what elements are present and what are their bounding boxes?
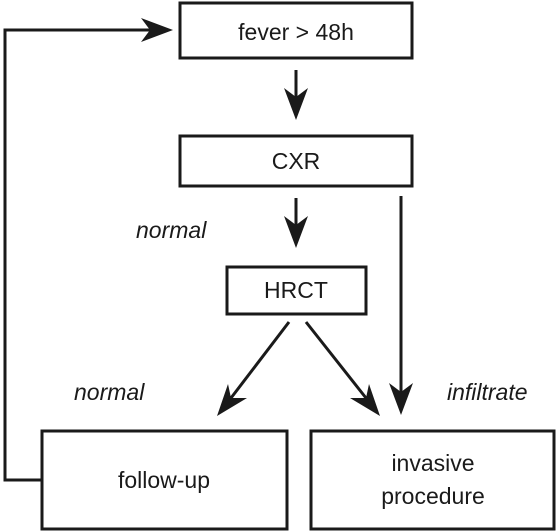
node-fever-label: fever > 48h <box>238 19 354 45</box>
node-invasive-box <box>309 429 556 531</box>
node-followup-box <box>40 429 289 531</box>
arrow-hrct-to-invasive-line <box>304 321 368 399</box>
node-hrct-label: HRCT <box>264 277 328 303</box>
arrow-followup-to-fever-head <box>141 18 173 42</box>
arrow-hrct-to-followup-line <box>229 321 291 399</box>
node-invasive-label-line1: invasive <box>391 450 474 476</box>
arrow-cxr-to-hrct-head <box>284 216 308 248</box>
node-invasive-label-line2: procedure <box>381 483 485 509</box>
edge-label-cxr-normal: normal <box>136 217 207 243</box>
arrow-hrct-to-followup-head <box>217 384 247 416</box>
arrow-cxr-to-invasive-head <box>389 383 413 415</box>
node-fever-box <box>178 1 414 60</box>
arrow-fever-to-cxr-head <box>284 88 308 120</box>
arrow-followup-to-fever-line <box>3 28 150 482</box>
node-cxr-box <box>178 134 414 188</box>
node-cxr-label: CXR <box>272 148 321 174</box>
edge-label-hrct-normal: normal <box>74 379 145 405</box>
node-hrct-box <box>225 265 368 316</box>
arrow-hrct-to-invasive-head <box>350 384 380 416</box>
node-followup-label: follow-up <box>118 467 210 493</box>
edge-label-infiltrate: infiltrate <box>447 379 528 405</box>
